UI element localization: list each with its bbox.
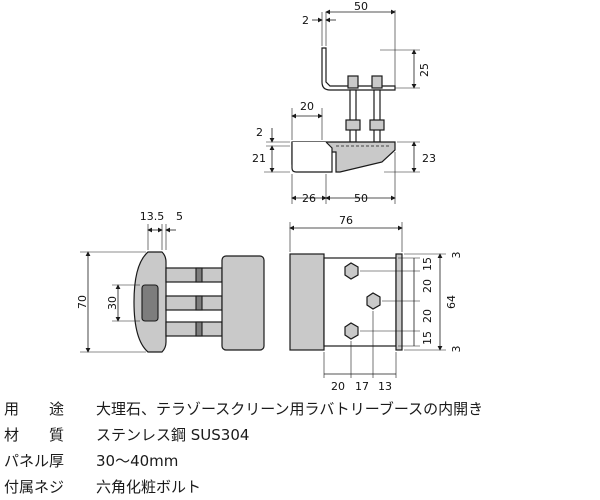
spec-value: 30〜40mm	[96, 451, 179, 470]
top-view-dim: 76	[339, 214, 353, 227]
side-view-bolt-shaft	[349, 89, 357, 143]
spec-row-usage: 用 途 大理石、テラゾースクリーン用ラバトリーブースの内開き	[4, 395, 600, 421]
top-view-dim: 20	[421, 279, 434, 293]
front-view-nut	[195, 295, 203, 311]
top-view-hex-bolt	[344, 262, 359, 280]
top-view-dim: 3	[450, 346, 463, 353]
top-view-dim: 3	[450, 252, 463, 259]
side-view-dim: 23	[422, 152, 436, 165]
top-view-dim: 20	[421, 309, 434, 323]
side-view-bolt-head	[347, 75, 359, 89]
technical-drawing: 2 50 25 20 2 21 23 26 50	[76, 0, 463, 393]
front-view: 13.5 5 70 30	[76, 210, 265, 353]
side-view-dim: 21	[252, 152, 266, 165]
side-view-dim: 50	[354, 0, 368, 13]
side-view-dim: 2	[256, 126, 263, 139]
top-view: 76 3 15 20 64 20 15 3 20 17 13	[289, 214, 463, 393]
spec-row-screws: 付属ネジ 六角化粧ボルト	[4, 473, 600, 499]
spec-value: 六角化粧ボルト	[96, 477, 202, 496]
spec-label: パネル厚	[4, 451, 65, 470]
front-view-dim: 13.5	[140, 210, 165, 223]
front-view-rod	[165, 321, 223, 337]
spec-row-panel-thickness: パネル厚 30〜40mm	[4, 447, 600, 473]
front-view-rod	[165, 267, 223, 283]
top-view-dim: 15	[421, 331, 434, 345]
top-view-dim: 20	[331, 380, 345, 393]
spec-list: 用 途 大理石、テラゾースクリーン用ラバトリーブースの内開き 材 質 ステンレス…	[4, 395, 600, 499]
top-view-dim: 64	[445, 295, 458, 309]
side-view-bolt-head	[371, 75, 383, 89]
top-view-left-block	[289, 253, 325, 351]
top-view-edge	[395, 253, 403, 351]
side-view-u-channel	[291, 141, 333, 173]
spec-label: 用 途	[4, 399, 65, 418]
spec-row-material: 材 質 ステンレス鋼 SUS304	[4, 421, 600, 447]
side-view-dim: 50	[354, 192, 368, 205]
front-view-nut	[195, 321, 203, 337]
spec-value: ステンレス鋼 SUS304	[96, 425, 250, 444]
side-view-dim: 26	[302, 192, 316, 205]
front-view-dim: 70	[76, 295, 89, 309]
front-view-dim: 5	[176, 210, 183, 223]
side-view-nut	[345, 119, 361, 131]
side-view: 2 50 25 20 2 21 23 26 50	[252, 0, 436, 205]
front-view-rod	[165, 295, 223, 311]
spec-label: 材 質	[4, 425, 65, 444]
front-view-nut	[195, 267, 203, 283]
front-view-slot	[141, 284, 159, 322]
side-view-bolt-shaft	[373, 89, 381, 143]
top-view-dim: 13	[378, 380, 392, 393]
top-view-dim: 17	[355, 380, 369, 393]
front-view-dim: 30	[106, 296, 119, 310]
side-view-dim: 20	[300, 100, 314, 113]
top-view-hex-bolt	[366, 292, 381, 310]
front-view-block	[221, 255, 265, 351]
side-view-nut	[369, 119, 385, 131]
spec-label: 付属ネジ	[4, 477, 65, 496]
side-view-mount-plate	[321, 47, 396, 91]
side-view-dim: 2	[302, 14, 309, 27]
side-view-dim: 25	[418, 63, 431, 77]
top-view-dim: 15	[421, 257, 434, 271]
top-view-hex-bolt	[344, 322, 359, 340]
spec-value: 大理石、テラゾースクリーン用ラバトリーブースの内開き	[96, 399, 484, 418]
